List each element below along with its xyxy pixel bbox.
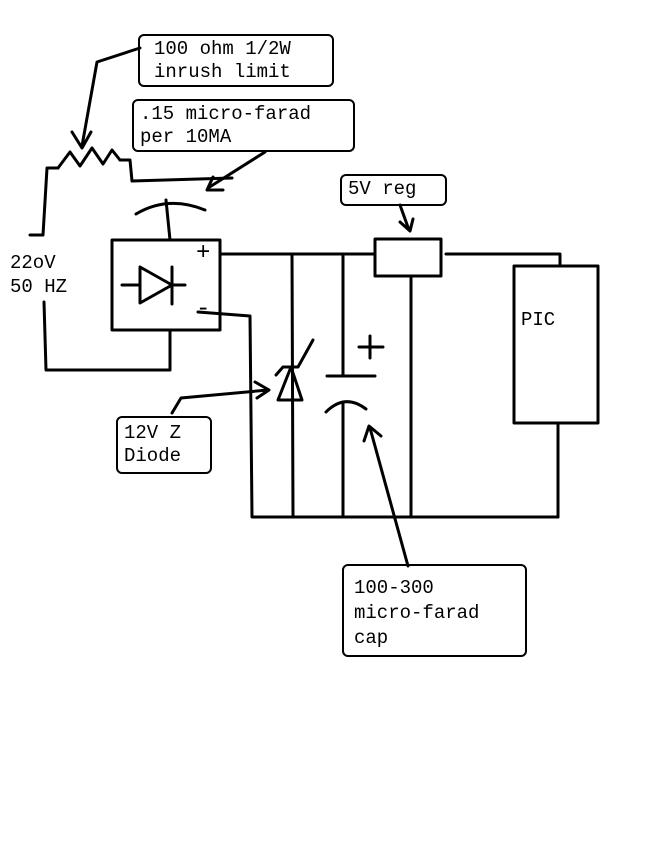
resistor-annotation-line1: 100 ohm 1/2W: [154, 38, 291, 60]
mains-wire-top: [28, 166, 60, 237]
cap-to-bridge-wire: [164, 198, 172, 242]
regulator-annotation-label: 5V reg: [348, 178, 417, 200]
zener-annotation-line1: 12V Z: [124, 422, 182, 444]
regulator-output-wire: [444, 252, 562, 268]
elco-annotation-line1: 100-300: [354, 577, 434, 599]
capacitor-annotation-line2: per 10MA: [140, 126, 232, 148]
elco-plus-mark: [357, 334, 385, 360]
capacitor-arrow: [205, 150, 267, 192]
elco-annotation-line2: micro-farad: [354, 602, 480, 624]
mains-wire-bottom: [42, 300, 172, 372]
regulator-arrow: [398, 203, 415, 233]
bridge-minus-label: -: [196, 296, 211, 323]
resistor-annotation-box: 100 ohm 1/2W inrush limit: [138, 34, 334, 87]
capacitor-annotation-box: .15 micro-farad per 10MA: [132, 99, 355, 152]
resistor-arrow: [70, 46, 142, 150]
bridge-plus-label: +: [196, 240, 211, 267]
pic-label: PIC: [521, 309, 556, 331]
capacitor-annotation-line1: .15 micro-farad: [140, 103, 312, 125]
mains-frequency-label: 50 HZ: [10, 276, 68, 298]
bridge-diode-symbol: [120, 265, 187, 306]
resistor-annotation-line2: inrush limit: [154, 61, 291, 83]
inrush-resistor: [56, 146, 122, 170]
zener-arrow: [170, 380, 271, 415]
bridge-rectifier: [110, 238, 222, 332]
zener-lead: [290, 252, 295, 519]
zener-symbol: [274, 338, 315, 402]
pic-chip: [512, 264, 600, 425]
series-capacitor-plate: [130, 176, 234, 183]
regulator-annotation-box: 5V reg: [340, 174, 447, 206]
negative-rail: [196, 310, 560, 519]
elco-annotation-box: 100-300 micro-farad cap: [342, 564, 527, 657]
mains-voltage-label: 22oV: [10, 252, 56, 274]
zener-annotation-line2: Diode: [124, 445, 182, 467]
resistor-to-cap-wire: [118, 158, 134, 183]
elco-arrow: [362, 424, 410, 568]
series-capacitor-curve: [134, 201, 207, 216]
regulator-block: [373, 237, 443, 278]
elco-curve: [324, 400, 368, 414]
zener-annotation-box: 12V Z Diode: [116, 416, 212, 474]
elco-annotation-line3: cap: [354, 627, 389, 649]
